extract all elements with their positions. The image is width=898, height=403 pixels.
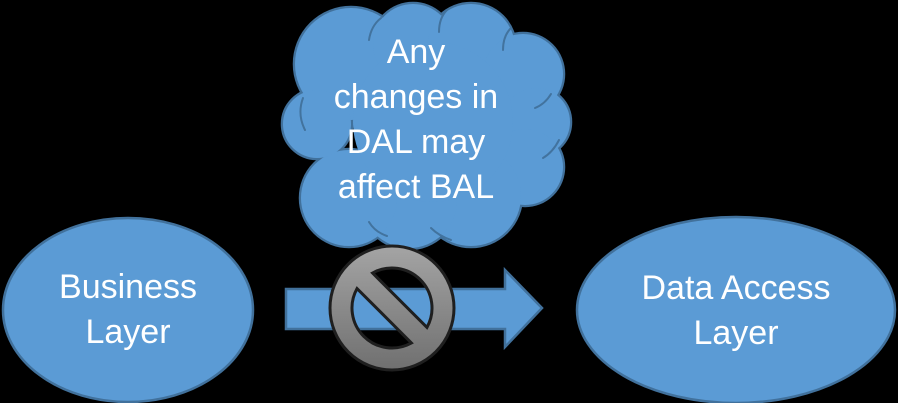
no-entry-icon bbox=[328, 244, 456, 372]
business-layer-ellipse bbox=[1, 216, 255, 403]
business-layer-node: Business Layer bbox=[1, 216, 255, 403]
cloud-text-line: Any bbox=[387, 33, 446, 71]
cloud-text-line: changes in bbox=[334, 78, 498, 116]
data-access-layer-node: Data Access Layer bbox=[575, 215, 897, 403]
cloud-text-line: DAL may bbox=[347, 123, 486, 161]
business-layer-label-line: Business bbox=[59, 268, 197, 306]
cloud-inner-arcs bbox=[299, 9, 560, 241]
thought-cloud-shape bbox=[280, 1, 573, 251]
business-layer-label-line: Layer bbox=[85, 313, 170, 351]
cloud-text-line: affect BAL bbox=[338, 168, 494, 206]
cloud-fill-puffs bbox=[283, 4, 570, 248]
data-access-layer-ellipse bbox=[575, 215, 897, 403]
data-access-layer-label-line: Layer bbox=[693, 314, 778, 352]
data-access-layer-label-line: Data Access bbox=[642, 269, 831, 307]
